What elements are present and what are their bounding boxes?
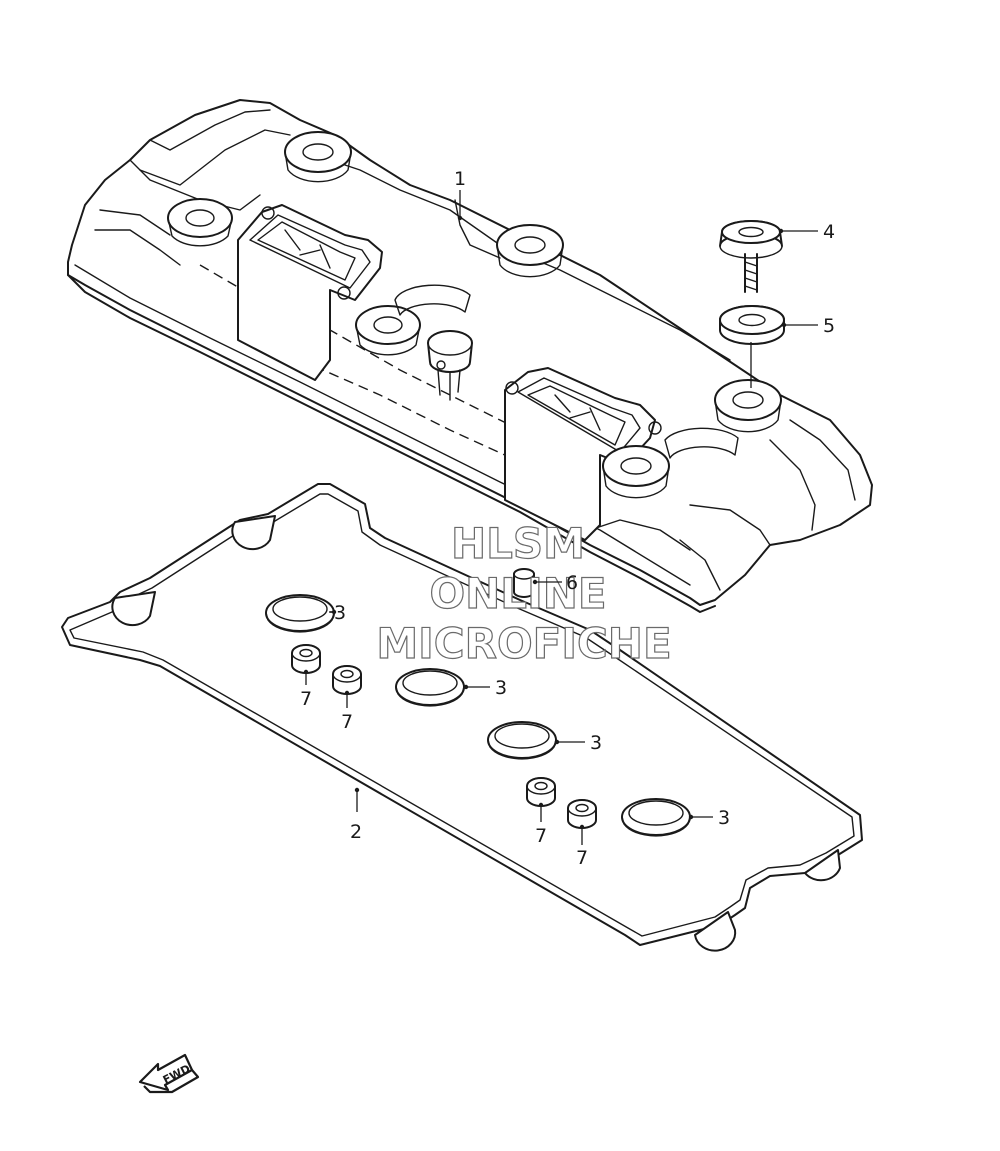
- plug-hole-1: [394, 284, 471, 316]
- callout-5: 5: [823, 315, 835, 337]
- bolt-boss-6: [602, 445, 670, 499]
- cover-bolt: [719, 220, 783, 293]
- bolt-boss-4: [355, 305, 421, 356]
- callout-4: 4: [823, 221, 835, 243]
- callout-7-b: 7: [341, 711, 353, 733]
- callout-3-c: 3: [590, 732, 602, 754]
- gasket-tab-4: [694, 911, 737, 952]
- watermark-line-2: ONLINE: [429, 569, 606, 618]
- callout-7-d: 7: [576, 847, 588, 869]
- plug-seal-1: [265, 594, 335, 633]
- plug-seal-3: [487, 721, 557, 760]
- watermark: HLSM ONLINE MICROFICHE: [376, 518, 672, 668]
- forward-arrow-icon: FWD: [138, 1053, 200, 1094]
- gasket-tab-2: [231, 515, 276, 551]
- grommet-2: [332, 665, 362, 695]
- plug-seal-4: [621, 798, 691, 837]
- callout-1: 1: [454, 168, 466, 190]
- bolt-boss-3: [496, 224, 564, 278]
- grommet-1: [291, 644, 321, 674]
- watermark-line-3: MICROFICHE: [376, 619, 671, 668]
- dowel-pin: [513, 568, 535, 598]
- callout-2: 2: [350, 821, 362, 843]
- gasket-tab-3: [804, 849, 841, 882]
- callout-7-c: 7: [535, 825, 547, 847]
- cylinder-head-cover: [67, 99, 873, 613]
- plug-seal-2: [395, 668, 465, 707]
- watermark-line-1: HLSM: [451, 519, 585, 568]
- grommet-3: [526, 777, 556, 807]
- gasket-tab-1: [111, 591, 156, 627]
- breather-nipple: [427, 330, 473, 401]
- plug-hole-2: [664, 427, 739, 459]
- coil-housing-right: [504, 367, 662, 541]
- callout-3-b: 3: [495, 677, 507, 699]
- callouts: 1 2 3 3 3 3 4 5 6: [300, 168, 835, 869]
- callout-3-d: 3: [718, 807, 730, 829]
- coil-housing-left: [237, 204, 383, 381]
- callout-6: 6: [566, 572, 578, 594]
- cover-gasket: [61, 483, 863, 952]
- bolt-washer: [719, 305, 785, 345]
- bolt-boss-1: [284, 131, 352, 183]
- bolt-boss-2: [167, 198, 233, 247]
- grommet-4: [567, 799, 597, 829]
- callout-3-a: 3: [334, 602, 346, 624]
- bolt-boss-5: [714, 379, 782, 433]
- callout-7-a: 7: [300, 688, 312, 710]
